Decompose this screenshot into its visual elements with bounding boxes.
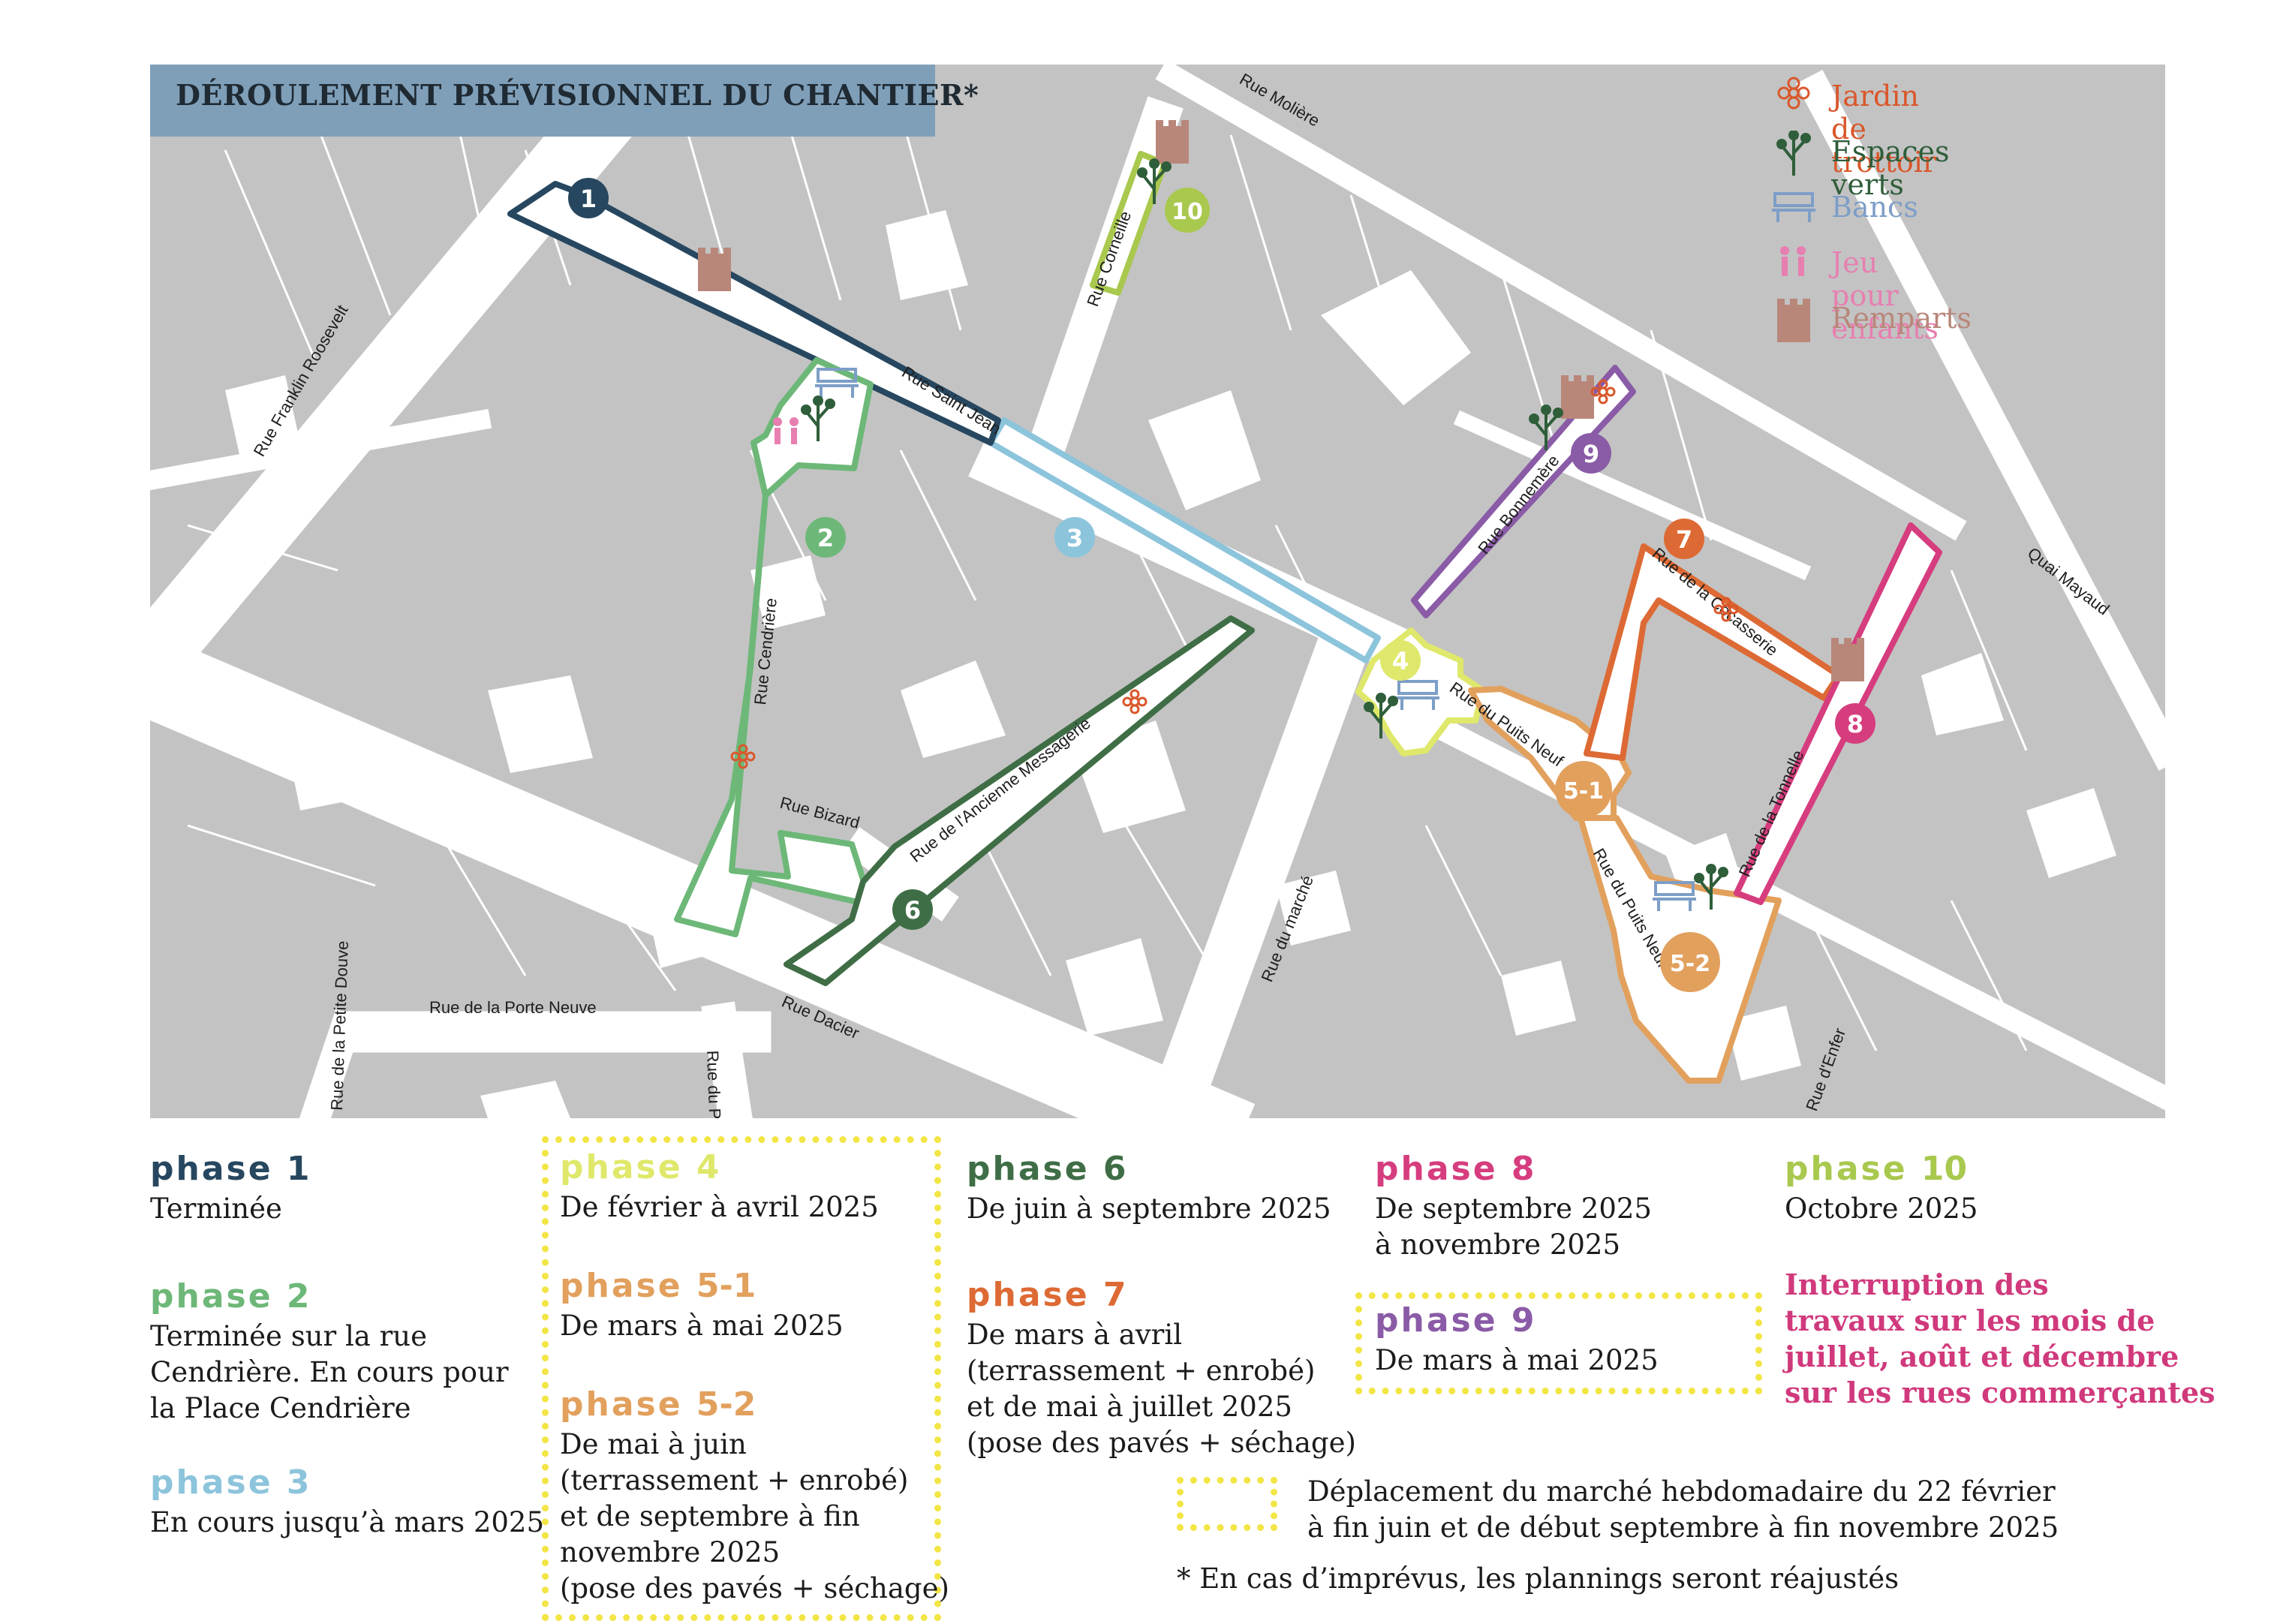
- badge-phase-10: 10: [1165, 188, 1210, 233]
- phase-3-block: phase 3 En cours jusqu’à mars 2025: [150, 1463, 544, 1541]
- phase-9-title: phase 9: [1375, 1301, 1535, 1340]
- flower-icon: [730, 744, 756, 769]
- flower-icon: [1777, 77, 1810, 110]
- svg-text:8: 8: [1847, 710, 1863, 738]
- market-note: Déplacement du marché hebdomadaire du 22…: [1307, 1475, 2059, 1544]
- page-title: DÉROULEMENT PRÉVISIONNEL DU CHANTIER*: [176, 78, 979, 112]
- tree-icon: [801, 395, 835, 441]
- svg-text:5-2: 5-2: [1670, 951, 1710, 977]
- market-highlight-box: [1355, 1292, 1762, 1394]
- phase-9-text: De mars à mai 2025: [1375, 1344, 1659, 1376]
- phase-7-block: phase 7 De mars à avril(terrassement + e…: [967, 1276, 1356, 1461]
- badge-phase-4: 4: [1380, 640, 1421, 681]
- phase-8-title: phase 8: [1375, 1150, 1535, 1188]
- footnote: * En cas d’imprévus, les plannings seron…: [1177, 1562, 1899, 1595]
- zone-phase-9: [1411, 365, 1636, 618]
- svg-text:2: 2: [817, 524, 834, 552]
- badge-phase-7: 7: [1664, 519, 1704, 559]
- phase-4-text: De février à avril 2025: [560, 1191, 879, 1223]
- zone-phase-1: [507, 181, 1001, 446]
- market-highlight-box: [542, 1136, 941, 1621]
- ramparts-icon: [698, 248, 731, 291]
- svg-text:7: 7: [1676, 525, 1692, 554]
- ramparts-icon: [1831, 638, 1864, 681]
- svg-text:10: 10: [1172, 199, 1203, 225]
- phase-3-title: phase 3: [150, 1463, 310, 1502]
- ramparts-icon: [1561, 375, 1594, 419]
- phase-6-text: De juin à septembre 2025: [967, 1192, 1331, 1225]
- building-blocks: [225, 210, 2116, 1118]
- phase-zones: [507, 151, 1942, 1084]
- badge-phase-1: 1: [568, 178, 609, 218]
- phase-4-title: phase 4: [560, 1148, 720, 1186]
- badge-phase-8: 8: [1835, 703, 1875, 744]
- svg-text:6: 6: [904, 896, 921, 925]
- children-icon: [773, 417, 799, 444]
- badge-phase-2: 2: [805, 517, 846, 558]
- phase-6-block: phase 6 De juin à septembre 2025: [967, 1150, 1331, 1227]
- phase-10-title: phase 10: [1785, 1150, 1968, 1188]
- bench-icon: [815, 368, 859, 398]
- phase-7-title: phase 7: [967, 1276, 1126, 1314]
- phase-10-block: phase 10 Octobre 2025: [1785, 1150, 1978, 1227]
- badge-phase-9: 9: [1571, 433, 1611, 474]
- phase-1-block: phase 1 Terminée: [150, 1150, 310, 1227]
- badge-phase-5-1: 5-1: [1555, 761, 1612, 818]
- svg-text:5-1: 5-1: [1563, 778, 1604, 804]
- phase-5-2-text: De mai à juin(terrassement + enrobé)et d…: [560, 1428, 949, 1604]
- bench-icon: [1653, 881, 1696, 911]
- flower-icon: [1590, 379, 1616, 404]
- phase-2-title: phase 2: [150, 1277, 310, 1316]
- tree-icon: [1776, 131, 1811, 176]
- phase-1-title: phase 1: [150, 1150, 310, 1188]
- flower-icon: [1713, 597, 1739, 622]
- phase-5-1-title: phase 5-1: [560, 1267, 756, 1305]
- svg-text:3: 3: [1066, 524, 1083, 552]
- phase-6-title: phase 6: [967, 1150, 1126, 1188]
- title-banner: [150, 65, 935, 137]
- market-legend-swatch: [1177, 1477, 1277, 1531]
- bench-icon: [1396, 680, 1439, 710]
- badge-phase-3: 3: [1054, 517, 1095, 558]
- tree-icon: [1694, 864, 1728, 910]
- tree-icon: [1364, 693, 1398, 738]
- svg-text:9: 9: [1583, 440, 1599, 468]
- phase-5-2-block: phase 5-2 De mai à juin(terrassement + e…: [560, 1385, 949, 1607]
- phase-5-2-title: phase 5-2: [560, 1385, 756, 1424]
- phase-4-block: phase 4 De février à avril 2025: [560, 1148, 879, 1226]
- ramparts-icon: [1156, 120, 1189, 164]
- tree-icon: [1529, 404, 1563, 450]
- phase-3-text: En cours jusqu’à mars 2025: [150, 1506, 544, 1538]
- tree-icon: [1137, 158, 1172, 204]
- map-icons: [698, 120, 1864, 911]
- phase-5-1-text: De mars à mai 2025: [560, 1310, 844, 1342]
- phase-9-block: phase 9 De mars à mai 2025: [1375, 1301, 1659, 1379]
- svg-text:1: 1: [580, 185, 597, 213]
- flower-icon: [1122, 689, 1148, 714]
- street-label: Rue de la Porte Neuve: [429, 998, 597, 1017]
- children-icon: [1780, 246, 1806, 276]
- phase-1-text: Terminée: [150, 1192, 282, 1225]
- ramparts-icon: [1777, 299, 1810, 342]
- bench-icon: [1772, 192, 1815, 222]
- street-label: Rue du P: [703, 1050, 724, 1120]
- phase-badges: 1 2 3 4 5-1 5-2 6 7 8 9 10: [568, 178, 1875, 992]
- phase-7-text: De mars à avril(terrassement + enrobé)et…: [967, 1319, 1356, 1459]
- badge-phase-5-2: 5-2: [1660, 932, 1720, 992]
- phase-5-1-block: phase 5-1 De mars à mai 2025: [560, 1267, 844, 1344]
- svg-text:4: 4: [1392, 647, 1409, 675]
- badge-phase-6: 6: [892, 889, 933, 930]
- phase-10-text: Octobre 2025: [1785, 1192, 1978, 1225]
